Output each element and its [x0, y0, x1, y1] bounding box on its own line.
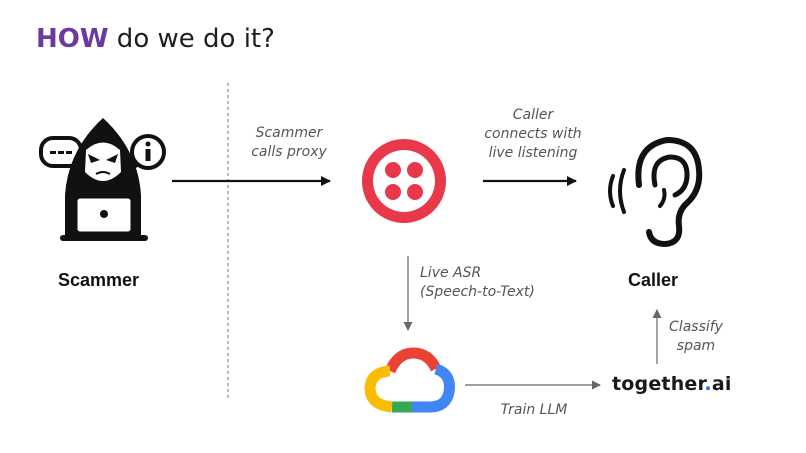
- label-classify-spam: Classify spam: [661, 318, 731, 356]
- caller-label: Caller: [628, 270, 679, 290]
- label-line: live listening: [488, 145, 578, 161]
- label-line: connects with: [484, 126, 582, 142]
- title-rest: do we do it?: [108, 24, 275, 54]
- label-line: Caller: [512, 107, 554, 123]
- label-caller-connects: Caller connects with live listening: [478, 106, 588, 163]
- scammer-label: Scammer: [58, 270, 140, 290]
- label-train-llm: Train LLM: [488, 401, 580, 420]
- label-line: calls proxy: [251, 144, 327, 160]
- together-dot: .: [704, 373, 712, 395]
- label-line: Classify: [669, 319, 723, 335]
- together-ai-logo: together.ai: [612, 373, 732, 395]
- label-live-asr: Live ASR (Speech-to-Text): [420, 264, 535, 302]
- page-title: HOW do we do it?: [36, 24, 275, 54]
- label-line: spam: [676, 338, 716, 354]
- title-highlight: HOW: [36, 24, 109, 54]
- label-line: Train LLM: [500, 402, 568, 418]
- together-suffix: ai: [711, 373, 732, 395]
- label-line: (Speech-to-Text): [420, 284, 535, 300]
- label-line: Scammer: [255, 125, 323, 141]
- together-name: together: [612, 373, 705, 395]
- label-line: Live ASR: [420, 265, 482, 281]
- label-scammer-calls-proxy: Scammer calls proxy: [243, 124, 335, 162]
